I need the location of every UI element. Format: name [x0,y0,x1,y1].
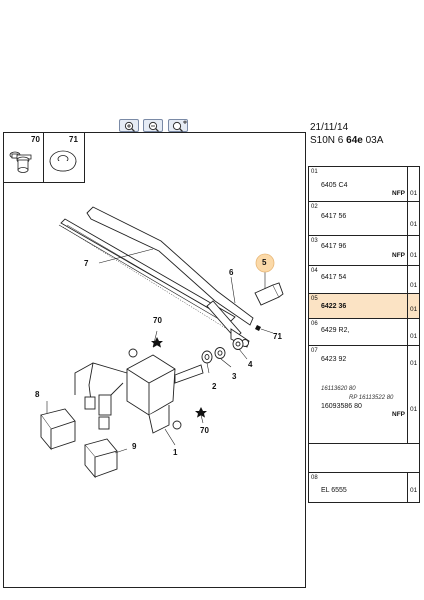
zoom-out-icon [148,121,159,132]
washer-icon [49,150,77,172]
table-row[interactable]: 03 6417 96 NFP 01 [309,236,419,266]
table-row[interactable]: 04 6417 54 01 [309,266,419,294]
nfp-flag: NFP [392,252,405,259]
table-row: 08 EL 6555 01 [309,473,419,503]
diagram-toolbar [3,118,306,133]
wiper-blade [58,218,236,330]
row-number: 06 [311,321,318,327]
part-quantity: 01 [410,487,418,494]
row-divider [407,473,408,502]
relay-9 [84,438,118,479]
zoom-in-icon [124,121,135,132]
table-row-selected[interactable]: 05 6422 36 01 [309,294,419,319]
part-quantity: 01 [410,190,418,197]
callout-70-bottom: 70 [200,426,209,435]
row-divider [407,202,408,235]
table-row[interactable]: 07 6423 92 01 16113620 80 RP 16113522 80… [309,346,419,444]
callout-2: 2 [212,382,217,391]
callout-70-top: 70 [153,316,162,325]
detail-drawing [9,150,77,173]
part-quantity: 01 [410,282,418,289]
row-divider [407,167,408,201]
callout-71: 71 [273,332,282,341]
zoom-fit-button[interactable] [168,119,188,132]
row-number: 02 [311,204,318,210]
detail-number-70: 70 [31,135,40,144]
parts-table: 01 6405 C4 NFP 01 02 6417 56 01 03 6417 … [308,166,420,473]
star-markers [151,325,261,418]
part-reference: 6429 R2, [321,327,350,334]
wiper-arm [86,206,254,348]
callout-3: 3 [232,372,237,381]
table-row[interactable]: 02 6417 56 01 [309,202,419,236]
replacement-reference: RP 16113522 80 [349,395,394,401]
relay-8 [40,408,76,451]
callout-5-bubble [255,253,275,273]
diagram-frame [3,118,306,588]
callout-8: 8 [35,390,40,399]
part-reference: 6417 56 [321,213,347,220]
row-number: 07 [311,348,318,354]
sub-reference: 16113620 80 [321,386,356,392]
part-quantity: 01 [410,306,418,313]
part-quantity: 01 [410,360,418,367]
code-bold: 64e [346,135,363,146]
part-reference: 6417 54 [321,274,347,281]
row-number: 03 [311,238,318,244]
detail-divider [43,133,44,183]
code-suffix: 03A [365,135,384,146]
wiper-diagram [40,206,284,479]
sub-part-quantity: 01 [410,406,418,413]
sub-part-reference: 16093586 80 [321,403,362,410]
catalog-code: S10N 6 64e 03A [310,135,383,146]
callout-6: 6 [229,268,234,277]
row-divider [407,266,408,293]
row-number: 08 [311,475,318,481]
bolt-icon [9,151,32,173]
wiper-cap [254,282,284,306]
part-reference: 6422 36 [321,303,347,310]
callout-7: 7 [84,259,89,268]
part-quantity: 01 [410,333,418,340]
row-number: 04 [311,268,318,274]
zoom-out-button[interactable] [143,119,163,132]
detail-number-71: 71 [69,135,78,144]
row-number: 01 [311,169,318,175]
part-reference: 6405 C4 [321,182,348,189]
part-quantity: 01 [410,252,418,259]
detail-box: 70 71 [3,133,85,183]
leader-lines [46,248,274,454]
row-divider [407,346,408,443]
catalog-date: 21/11/14 [310,122,349,133]
table-row[interactable]: 01 6405 C4 NFP 01 [309,167,419,202]
part-reference: 6417 96 [321,243,347,250]
part-quantity: 01 [410,221,418,228]
row-divider [407,294,408,318]
callout-5: 5 [262,258,267,267]
callout-4: 4 [248,360,253,369]
table-row-08[interactable]: 08 EL 6555 01 [308,473,420,503]
callout-1: 1 [173,448,178,457]
nut-washer-set [201,338,244,364]
nfp-flag: NFP [392,190,405,197]
part-reference: 6423 92 [321,356,347,363]
zoom-fit-icon [172,120,187,132]
row-divider [407,236,408,265]
code-prefix: S10N 6 [310,135,344,146]
zoom-in-button[interactable] [119,119,139,132]
callout-9: 9 [132,442,137,451]
table-row[interactable]: 06 6429 R2, 01 [309,319,419,346]
row-number: 05 [311,296,318,302]
part-reference: EL 6555 [321,487,347,494]
row-divider [407,319,408,345]
wiper-motor [126,348,204,434]
wiring-harness [74,362,128,430]
nfp-flag: NFP [392,411,405,418]
